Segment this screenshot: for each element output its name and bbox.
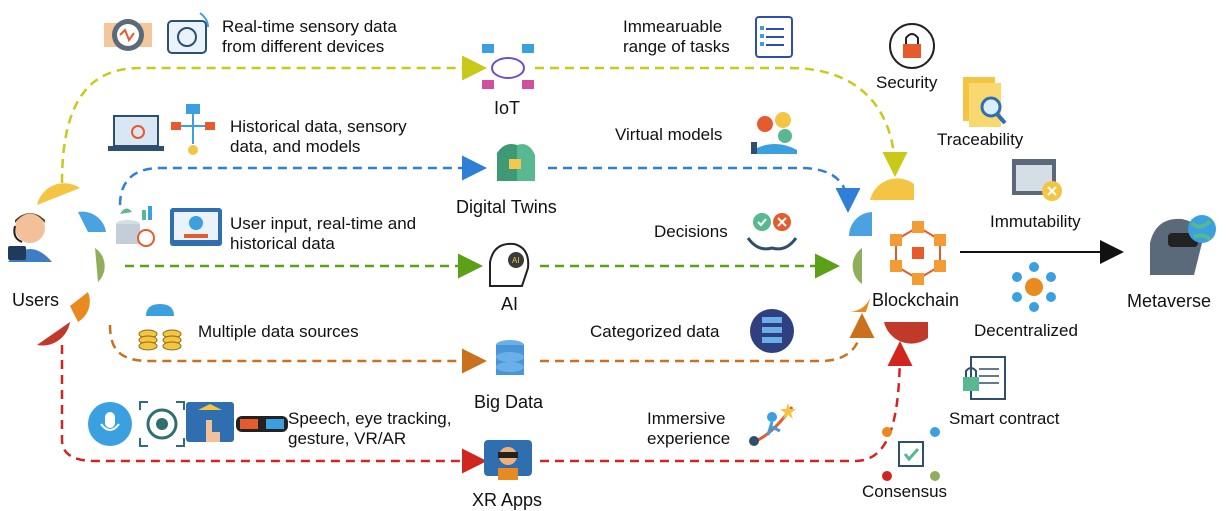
- xr-tech-label: XR Apps: [472, 490, 543, 510]
- vr-glasses-icon: [236, 416, 288, 432]
- bigdata-input-text: Multiple data sources: [198, 322, 359, 341]
- flow-iot-right: [535, 66, 908, 177]
- user-input-screen-icon: [170, 208, 222, 246]
- smartwatch-icon: [104, 19, 152, 51]
- microphone-icon: [88, 402, 132, 446]
- property-traceability: Traceability: [937, 130, 1024, 149]
- ai-tech-label: AI: [501, 294, 519, 314]
- metaverse-label: Metaverse: [1127, 291, 1212, 311]
- flow-digital-twins: [118, 155, 861, 213]
- consensus-icon: [882, 427, 940, 481]
- bigdata-output-text: Categorized data: [590, 322, 720, 341]
- iot-icon: [482, 44, 534, 89]
- iot-output-text: Immearuable range of tasks: [623, 17, 730, 56]
- immutability-icon: [1012, 159, 1062, 201]
- petal-orange: [70, 292, 90, 322]
- xr-output-text: Immersive experience: [647, 409, 731, 448]
- metaverse-icon: [1150, 215, 1216, 275]
- flow-dt-left: [118, 155, 487, 206]
- flow-dt-right: [548, 166, 861, 213]
- traceability-icon: [963, 77, 1007, 127]
- blockchain-icon: [890, 221, 946, 285]
- dt-tech-label: Digital Twins: [456, 197, 557, 217]
- bigdata-tech-label: Big Data: [474, 392, 544, 412]
- ai-input-text: User input, real-time and historical dat…: [230, 214, 417, 253]
- big-data-icon: [496, 340, 524, 375]
- bc-petal-yellow: [870, 178, 914, 200]
- bc-petal-green: [852, 248, 862, 284]
- bc-petal-orange: [850, 292, 872, 312]
- petal-blue: [78, 211, 106, 232]
- petal-red: [37, 322, 70, 346]
- virtual-models-icon: [751, 112, 797, 154]
- database-growth-icon: [116, 206, 155, 247]
- iot-input-text: Real-time sensory data from different de…: [222, 17, 397, 56]
- dt-input-text: Historical data, sensory data, and model…: [230, 117, 407, 156]
- users-label: Users: [12, 290, 60, 310]
- property-security: Security: [876, 73, 938, 92]
- property-smart-contract: Smart contract: [949, 409, 1060, 428]
- dt-output-text: Virtual models: [615, 125, 723, 144]
- blockchain-label: Blockchain: [872, 290, 960, 310]
- xr-apps-icon: [484, 440, 532, 480]
- digital-twins-icon: [497, 144, 535, 181]
- property-immutability: Immutability: [990, 212, 1081, 231]
- flowchart-icon: [171, 104, 215, 155]
- tasks-icon: [755, 16, 793, 58]
- security-icon: [889, 23, 935, 69]
- svg-text:AI: AI: [512, 256, 520, 265]
- bc-petal-blue: [849, 212, 872, 236]
- petal-yellow: [37, 183, 80, 205]
- flow-big-data: [108, 313, 875, 374]
- flow-bd-left: [108, 324, 487, 374]
- users-petals: [37, 183, 106, 346]
- xr-input-text: Speech, eye tracking, gesture, VR/AR: [288, 409, 452, 448]
- flow-iot: [60, 55, 908, 184]
- iot-tech-label: IoT: [494, 98, 521, 118]
- categorized-data-icon: [750, 309, 794, 353]
- petal-green: [95, 248, 105, 282]
- multiple-data-sources-icon: [138, 304, 182, 351]
- bc-petal-red: [884, 322, 928, 344]
- sensor-device-icon: [167, 12, 209, 54]
- ai-icon: AI: [489, 242, 530, 287]
- property-consensus: Consensus: [862, 482, 948, 501]
- ai-output-text: Decisions: [654, 222, 728, 241]
- gesture-icon: [186, 402, 234, 442]
- eye-tracking-icon: [139, 401, 185, 447]
- smart-contract-icon: [963, 356, 1006, 400]
- blockchain-petals: [849, 178, 928, 344]
- flow-iot-left: [60, 55, 487, 184]
- immersive-experience-icon: [749, 403, 796, 446]
- decisions-icon: [746, 213, 798, 251]
- flow-xr-left: [60, 345, 487, 474]
- decentralized-icon: [1012, 262, 1056, 312]
- property-decentralized: Decentralized: [974, 321, 1078, 340]
- laptop-history-icon: [108, 115, 164, 151]
- user-avatar-icon: [8, 213, 52, 262]
